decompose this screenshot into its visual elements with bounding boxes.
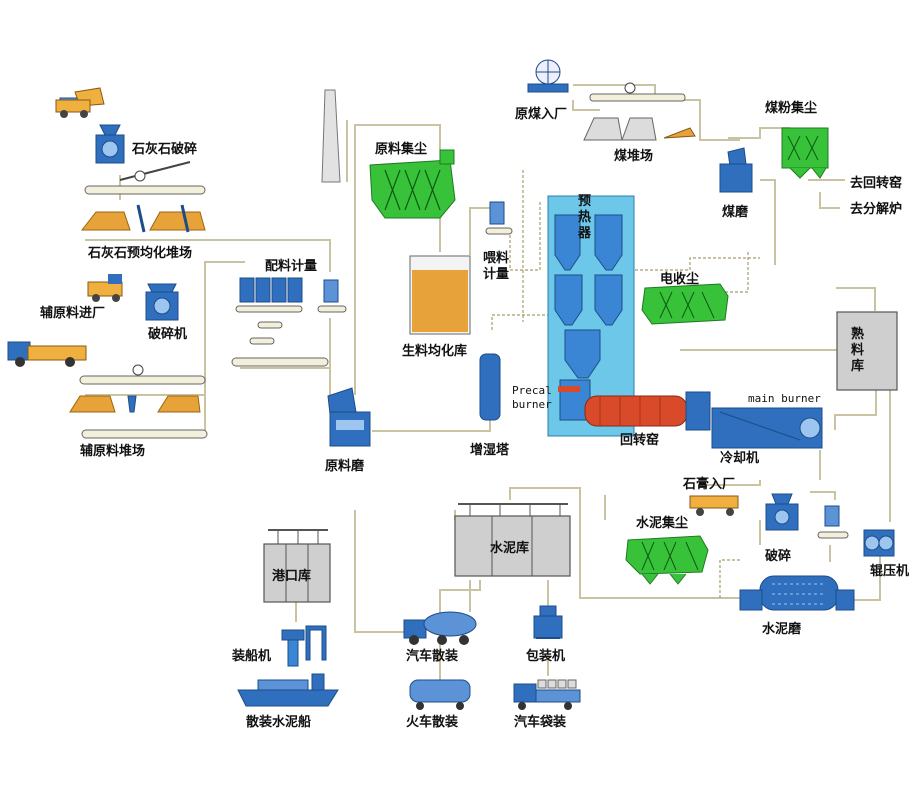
batching-metering-label: 配料计量 [265, 258, 317, 274]
aux-yard-conveyor [81, 429, 208, 439]
feed-metering-label-2: 计量 [483, 266, 509, 282]
feed-metering-icon [485, 201, 513, 235]
raw-meal-homogenization-label: 生料均化库 [402, 343, 467, 359]
raw-material-dust-label: 原料集尘 [375, 141, 427, 157]
raw-mill-icon [327, 387, 371, 447]
precal-burner-icon [558, 386, 580, 392]
limestone-pile-icon [80, 204, 206, 233]
limestone-crushing-label: 石灰石破碎 [131, 141, 197, 157]
gypsum-lorry-icon [689, 495, 739, 516]
cement-silo-label: 水泥库 [490, 540, 529, 556]
port-silo-icon [263, 529, 331, 603]
clinker-label-1: 熟 [851, 326, 864, 342]
aux-crusher-icon [145, 283, 179, 321]
bagged-truck-icon [513, 679, 581, 710]
limestone-conveyor [84, 161, 206, 195]
cooler-label: 冷却机 [720, 450, 759, 466]
crusher-label: 破碎机 [148, 326, 187, 342]
aux-material-entry-label: 辅原料进厂 [40, 305, 105, 321]
bulk-ship-icon [237, 673, 339, 707]
preheater-label-2: 热 [578, 209, 591, 225]
coal-yard-pile-icon [583, 117, 696, 141]
coal-mill-icon [719, 147, 753, 193]
gypsum-crusher-icon [765, 493, 799, 531]
coal-conveyor [589, 82, 686, 102]
ship-loader-icon [281, 625, 327, 667]
aux-pile-icon [69, 395, 201, 413]
clinker-label-3: 库 [851, 358, 864, 374]
train-bulk-label: 火车散装 [406, 714, 458, 730]
aux-conveyor [79, 364, 206, 385]
to-rotary-kiln-label: 去回转窑 [850, 175, 902, 191]
preheater-label-1: 预 [578, 194, 591, 209]
humidifying-tower-icon [479, 353, 501, 421]
rotary-kiln-icon [584, 391, 711, 431]
aux-material-yard-label: 辅原料堆场 [80, 443, 145, 459]
coal-mill-label: 煤磨 [722, 204, 748, 220]
packing-machine-icon [533, 605, 563, 639]
rotary-kiln-label: 回转窑 [620, 432, 659, 448]
cement-dust-collector-icon [625, 535, 709, 585]
coal-stacker-icon [527, 59, 569, 93]
truck-bulk-label: 汽车散装 [406, 648, 458, 664]
limestone-prehomogenization-label: 石灰石预均化堆场 [87, 245, 192, 261]
roller-press-icon [863, 529, 895, 557]
feed-metering-label-1: 喂料 [483, 250, 509, 266]
main-burner-label: main burner [748, 392, 821, 405]
raw-mill-label: 原料磨 [325, 458, 364, 474]
raw-dust-collector-icon [369, 149, 456, 219]
batching-hopper-icon [317, 279, 347, 313]
cement-dust-label: 水泥集尘 [636, 515, 688, 531]
bulk-truck-icon [403, 611, 477, 645]
ship-loader-label: 装船机 [231, 648, 271, 664]
coal-powder-dust-label: 煤粉集尘 [765, 100, 817, 116]
aux-truck-icon [87, 274, 123, 302]
to-decomposition-furnace-label: 去分解炉 [850, 201, 902, 217]
clinker-silo-icon [836, 311, 898, 391]
precal-burner-label-2: burner [512, 398, 552, 411]
bulk-cement-ship-label: 散装水泥船 [246, 714, 311, 730]
limestone-truck-icon [55, 87, 105, 118]
cement-mill-icon [739, 575, 855, 611]
aux-lorry-icon [7, 341, 87, 367]
chimney-stack [321, 89, 341, 183]
electrostatic-precipitator-label: 电收尘 [660, 271, 699, 287]
gypsum-crushing-label: 破碎 [765, 548, 791, 564]
raw-meal-silo-icon [409, 255, 471, 335]
flow-lines [85, 84, 891, 680]
roller-press-label: 辊压机 [870, 563, 909, 579]
esp-icon [641, 283, 729, 325]
clinker-label-2: 料 [851, 342, 864, 358]
limestone-crusher-icon [95, 124, 125, 164]
coal-dust-collector-icon [781, 127, 829, 179]
cement-mill-label: 水泥磨 [762, 621, 801, 637]
gypsum-hopper-icon [817, 505, 849, 539]
cooler-icon [711, 407, 823, 449]
coal-entry-label: 原煤入厂 [515, 106, 567, 122]
batching-bins-icon [231, 277, 329, 367]
humidifying-tower-label: 增湿塔 [470, 442, 510, 458]
coal-yard-label: 煤堆场 [614, 148, 653, 164]
preheater-label-3: 器 [577, 226, 592, 241]
gypsum-entry-label: 石膏入厂 [682, 476, 735, 492]
train-bulk-icon [409, 679, 471, 710]
truck-bagged-label: 汽车袋装 [514, 714, 566, 730]
packing-machine-label: 包装机 [526, 648, 565, 664]
cement-silo-icon [454, 503, 571, 577]
port-silo-label: 港口库 [272, 568, 311, 584]
precal-burner-label-1: Precal [512, 384, 552, 397]
